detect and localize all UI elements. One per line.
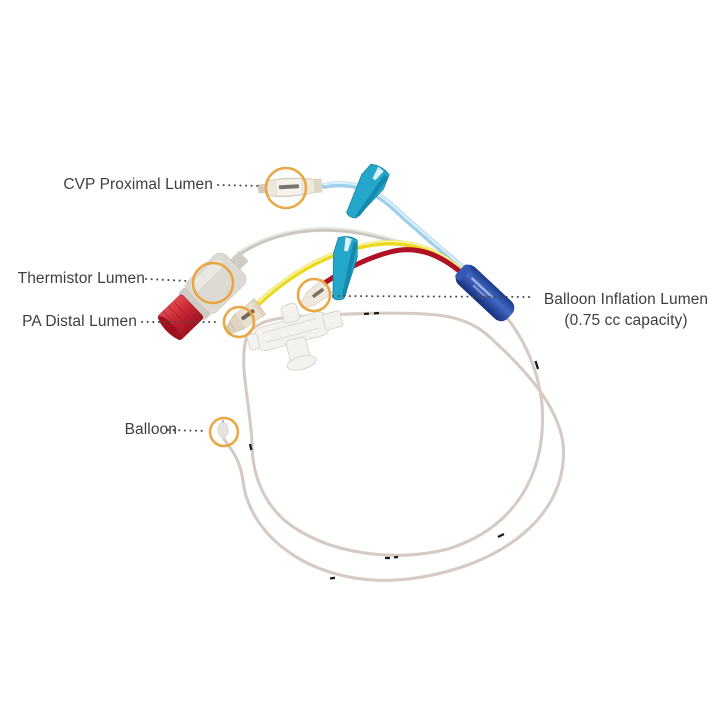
ring-balloon-inflation (296, 277, 332, 313)
tube-clamp-middle (332, 236, 358, 301)
sleeve-printed-text (470, 277, 493, 299)
leader-cvp-proximal (217, 184, 263, 187)
bifurcation-sleeve (455, 264, 515, 322)
leader-lines (141, 184, 533, 432)
leader-balloon-inflation (332, 295, 533, 298)
stopcock-right-luer (321, 310, 344, 331)
cvp-hub-printed-text (278, 184, 300, 190)
sleeve-collar (455, 264, 471, 281)
stopcock-flange (286, 354, 317, 371)
sleeve-body (455, 264, 515, 322)
ring-cvp-proximal (264, 166, 308, 210)
label-balloon-inflation-lumen: Balloon Inflation Lumen (0.75 cc capacit… (538, 289, 714, 331)
label-thermistor-lumen: Thermistor Lumen (17, 270, 145, 287)
stopcock-left-port (246, 332, 261, 351)
leader-thermistor (145, 278, 190, 282)
catheter-depth-markings (248, 311, 540, 580)
stopcock-detail-lines (262, 317, 320, 344)
balloon-inflation-hub (299, 278, 334, 310)
ring-pa-distal (222, 305, 256, 339)
inflation-stopcock (246, 302, 344, 371)
thermistor-connector-highlight (190, 259, 223, 291)
pa-hub-ridges (226, 322, 236, 332)
balloon-tip (217, 420, 229, 438)
cvp-proximal-tube (321, 181, 473, 278)
label-balloon-inflation-line1: Balloon Inflation Lumen (543, 291, 709, 308)
inflation-hub-printed-text (312, 288, 324, 298)
ring-thermistor (191, 261, 235, 305)
stopcock-toggle (280, 302, 300, 324)
thermistor-connector-collar (178, 287, 211, 320)
cvp-hub-collar (313, 178, 323, 193)
tube-clamp-top (346, 163, 390, 219)
label-pa-distal-lumen: PA Distal Lumen (22, 313, 137, 330)
cvp-proximal-hub (257, 177, 323, 198)
ring-balloon (208, 416, 240, 448)
sleeve-printed-text2 (472, 284, 487, 298)
balloon-bulge (217, 422, 229, 438)
leader-balloon (167, 429, 207, 432)
label-balloon: Balloon (124, 421, 177, 438)
label-balloon-inflation-line2: (0.75 cc capacity) (564, 312, 688, 329)
thermistor-red-cap-ridges (163, 302, 196, 335)
highlight-rings (191, 166, 332, 448)
label-cvp-proximal-lumen: CVP Proximal Lumen (63, 176, 213, 193)
thermistor-connector (157, 252, 248, 341)
